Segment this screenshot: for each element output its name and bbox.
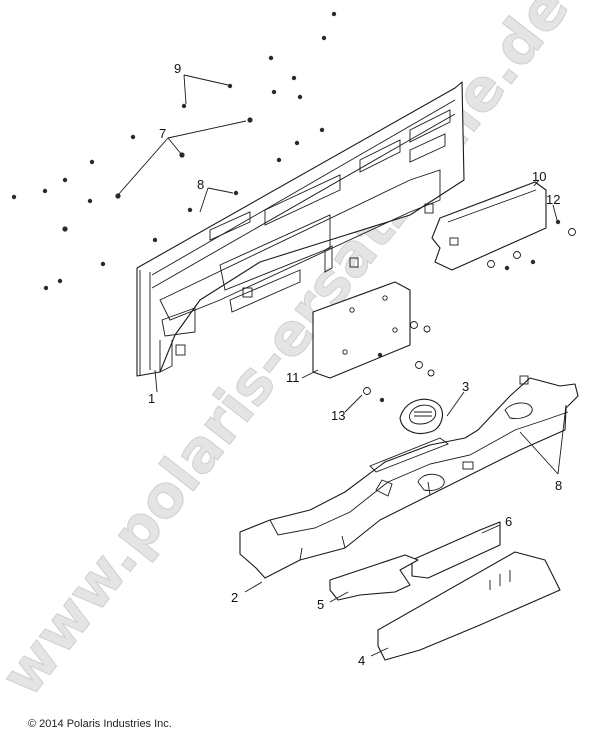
floor-tray-part-2 <box>239 375 579 579</box>
leader-lines <box>117 74 567 657</box>
callout-5: 5 <box>317 597 324 612</box>
pad-part-6 <box>411 521 501 579</box>
insulation-part-4 <box>377 551 561 661</box>
callout-13: 13 <box>331 408 345 423</box>
callout-11: 11 <box>286 370 300 385</box>
callout-7: 7 <box>159 126 166 141</box>
callout-12: 12 <box>546 192 560 207</box>
callout-9: 9 <box>174 61 181 76</box>
pad-part-5 <box>329 554 419 601</box>
hardware-fasteners <box>11 11 576 403</box>
side-panel-part-10 <box>431 181 547 271</box>
callout-8-top: 8 <box>197 177 204 192</box>
grommet-part-3 <box>399 398 443 435</box>
callout-2: 2 <box>231 590 238 605</box>
callout-10: 10 <box>532 169 546 184</box>
callout-4: 4 <box>358 653 365 668</box>
copyright-notice: © 2014 Polaris Industries Inc. <box>28 718 172 730</box>
callout-8-right: 8 <box>555 478 562 493</box>
callout-6: 6 <box>505 514 512 529</box>
rear-panel-part-1 <box>136 81 465 377</box>
callout-labels: 1 2 3 4 5 6 7 8 8 9 10 11 12 13 <box>148 61 562 668</box>
callout-1: 1 <box>148 391 155 406</box>
callout-3: 3 <box>462 379 469 394</box>
